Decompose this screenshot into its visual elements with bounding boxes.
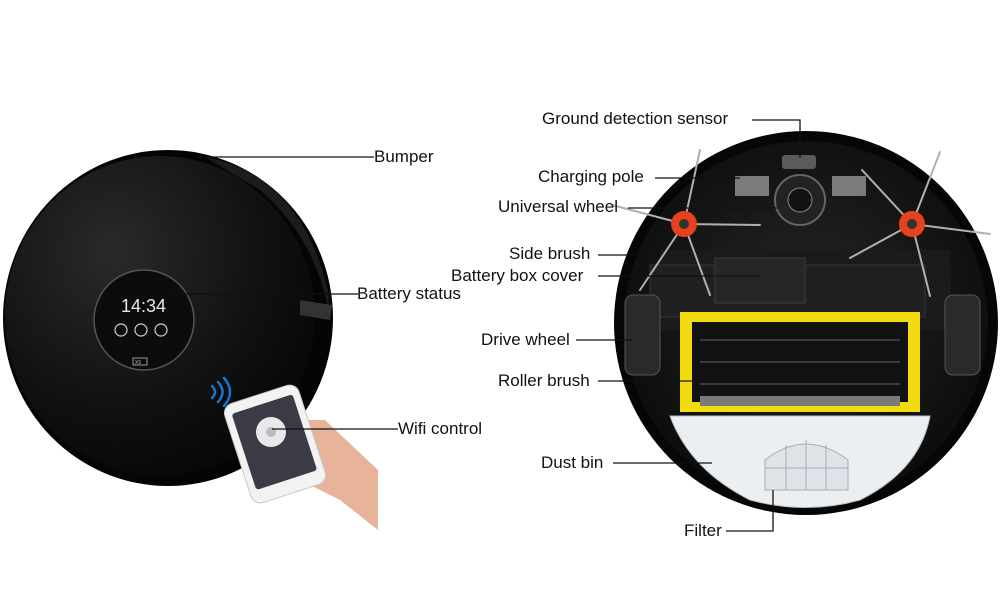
label-bumper: Bumper xyxy=(374,147,434,166)
drive-wheel-left xyxy=(624,294,661,376)
side-brush-left xyxy=(611,149,761,296)
bumper-edge xyxy=(205,157,330,320)
label-roller-brush: Roller brush xyxy=(498,371,590,390)
display-time: 14:34 xyxy=(121,296,166,316)
ground-sensor-shape xyxy=(782,155,816,169)
leader-lines xyxy=(165,119,801,532)
side-brush-right xyxy=(849,151,991,297)
label-battery-status: Battery status xyxy=(357,284,461,303)
schedule-button-icon xyxy=(134,323,148,337)
label-drive-wheel: Drive wheel xyxy=(481,330,570,349)
label-dust-bin: Dust bin xyxy=(541,453,604,472)
label-ground-detection-sensor: Ground detection sensor xyxy=(542,109,729,128)
label-charging-pole: Charging pole xyxy=(538,167,644,186)
label-filter: Filter xyxy=(684,521,722,540)
ground-sensor-leader xyxy=(752,119,801,158)
drive-wheel-right xyxy=(944,294,981,376)
robot-top-view: 14:34 X5 xyxy=(3,150,378,530)
battery-box-cover-shape xyxy=(714,257,806,304)
label-side-brush: Side brush xyxy=(509,244,591,263)
home-button-icon xyxy=(154,323,168,337)
charging-pole-left xyxy=(735,176,769,196)
label-wifi-control: Wifi control xyxy=(398,419,483,438)
bumper-slot xyxy=(300,300,332,320)
label-universal-wheel: Universal wheel xyxy=(498,197,618,216)
wifi-icon xyxy=(210,376,232,408)
robot-bottom-view xyxy=(611,131,998,515)
model-badge xyxy=(132,357,148,366)
label-battery-box-cover: Battery box cover xyxy=(451,266,584,285)
charging-pole-right xyxy=(832,176,866,196)
model-badge-text: X5 xyxy=(135,360,141,366)
clean-button-icon xyxy=(114,323,128,337)
filter-leader xyxy=(726,490,774,532)
control-panel-ring xyxy=(93,269,195,371)
